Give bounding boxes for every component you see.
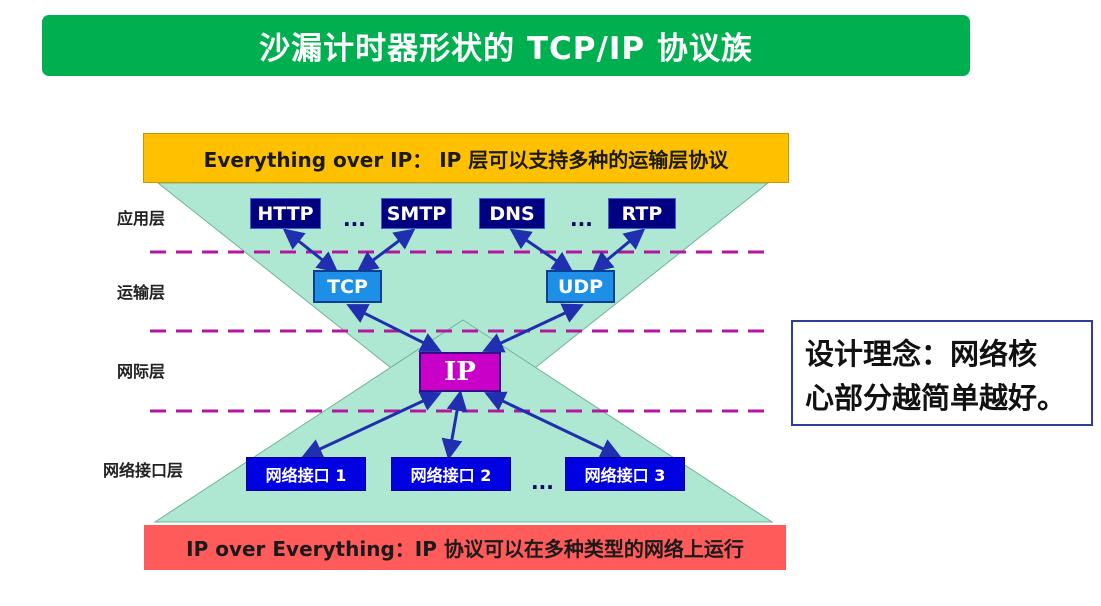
protocol-box-rtp: RTP bbox=[608, 198, 676, 229]
protocol-box-smtp: SMTP bbox=[381, 198, 452, 229]
ellipsis: ... bbox=[570, 207, 593, 231]
arrow-http-tcp bbox=[282, 228, 339, 273]
design-concept-box: 设计理念：网络核 心部分越简单越好。 bbox=[791, 320, 1093, 426]
layer-label-transport: 运输层 bbox=[117, 283, 166, 302]
protocol-box-dns: DNS bbox=[479, 198, 545, 229]
arrow-ip-iface2 bbox=[441, 389, 468, 461]
concept-line-1: 设计理念：网络核 bbox=[805, 337, 1038, 371]
ellipsis: ... bbox=[531, 470, 554, 494]
protocol-box-http: HTTP bbox=[250, 198, 321, 229]
bottom-banner: IP over Everything：IP 协议可以在多种类型的网络上运行 bbox=[144, 525, 786, 570]
ellipsis: ... bbox=[343, 207, 366, 231]
interface-box-3: 网络接口 3 bbox=[565, 457, 685, 491]
layer-label-network: 网际层 bbox=[117, 362, 166, 381]
interface-box-1: 网络接口 1 bbox=[246, 457, 366, 491]
protocol-box-ip: IP bbox=[419, 352, 501, 392]
protocol-box-tcp: TCP bbox=[313, 270, 382, 303]
concept-line-2: 心部分越简单越好。 bbox=[805, 381, 1067, 415]
arrow-udp-ip bbox=[482, 303, 584, 353]
top-banner: Everything over IP： IP 层可以支持多种的运输层协议 bbox=[143, 133, 789, 183]
arrow-ip-iface3 bbox=[484, 391, 622, 459]
interface-box-2: 网络接口 2 bbox=[391, 457, 511, 491]
lower-triangle bbox=[153, 319, 774, 523]
arrow-tcp-ip bbox=[346, 304, 442, 352]
protocol-box-udp: UDP bbox=[546, 270, 615, 303]
arrow-smtp-tcp bbox=[356, 228, 416, 273]
arrow-ip-iface1 bbox=[301, 391, 442, 459]
layer-label-interface: 网络接口层 bbox=[103, 461, 184, 480]
page-title: 沙漏计时器形状的 TCP/IP 协议族 bbox=[42, 15, 970, 76]
arrow-rtp-udp bbox=[591, 228, 646, 273]
arrow-dns-udp bbox=[509, 228, 574, 273]
layer-label-application: 应用层 bbox=[117, 209, 166, 228]
